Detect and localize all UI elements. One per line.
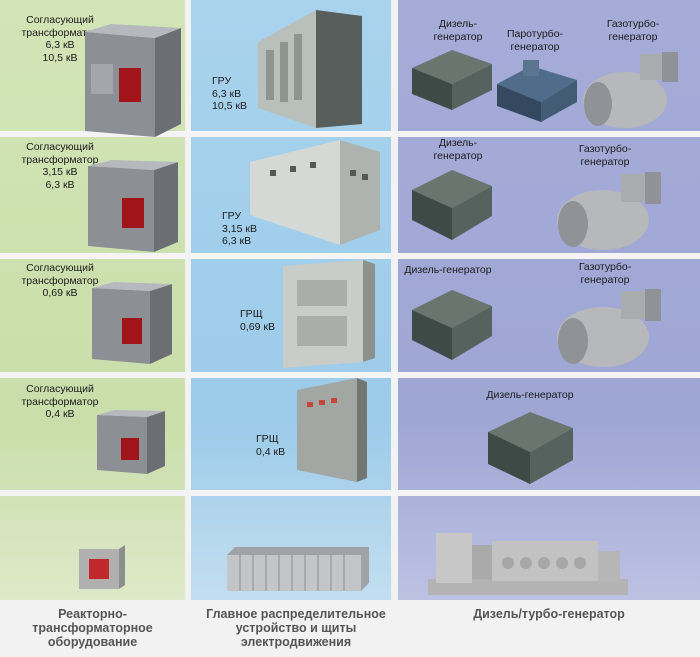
gas-turbine-label-3: Газотурбо- генератор	[578, 261, 632, 286]
transformer-footer: Реакторно- трансформаторное оборудование	[32, 607, 153, 649]
diesel-generator-image-3	[412, 290, 492, 360]
diesel-label-4: Дизель-генератор	[486, 389, 574, 401]
diesel-label-3: Дизель-генератор	[404, 264, 492, 276]
transformer-label-4: Согласующий трансформатор 0,4 кВ	[21, 383, 99, 420]
row-divider	[0, 131, 700, 137]
switchboard-image-4	[297, 378, 367, 482]
switchboard-small-icon	[227, 547, 369, 591]
transformer-image-1	[85, 24, 181, 137]
switchboard-image-1	[258, 10, 362, 128]
transformer-image-3	[92, 282, 172, 364]
switchboard-footer: Главное распределительное устройство и щ…	[206, 607, 386, 649]
generator-small-icon	[428, 533, 628, 595]
gas-turbine-image-2	[557, 172, 661, 250]
row-divider	[0, 372, 700, 378]
diesel-generator-image-4	[488, 412, 573, 484]
diesel-generator-image-2	[412, 170, 492, 240]
switchboard-label-2: ГРУ 3,15 кВ 6,3 кВ	[222, 210, 257, 247]
transformer-small-icon	[79, 545, 125, 589]
transformer-image-2	[88, 160, 178, 252]
transformer-label-2: Согласующий трансформатор 3,15 кВ 6,3 кВ	[21, 141, 99, 191]
diesel-generator-image-1	[412, 50, 492, 110]
switchboard-label-3: ГРЩ 0,69 кВ	[240, 308, 275, 333]
row-divider	[0, 490, 700, 496]
transformer-image-4	[97, 410, 165, 474]
transformer-label-3: Согласующий трансформатор 0,69 кВ	[21, 262, 99, 299]
row-divider	[0, 253, 700, 259]
diesel-label-1: Дизель- генератор	[433, 18, 483, 43]
gas-turbine-image-1	[583, 52, 678, 128]
transformer-label-1: Согласующий трансформатор 6,3 кВ 10,5 кВ	[21, 14, 99, 64]
diesel-label-2: Дизель- генератор	[433, 137, 483, 162]
gas-turbine-label-1: Газотурбо- генератор	[606, 18, 660, 43]
gas-turbine-label-2: Газотурбо- генератор	[578, 143, 632, 168]
switchboard-image-3	[283, 260, 375, 368]
steam-turbine-label-1: Паротурбо- генератор	[506, 28, 564, 53]
gas-turbine-image-3	[557, 289, 661, 367]
generator-footer: Дизель/турбо-генератор	[473, 607, 625, 621]
switchboard-label-4: ГРЩ 0,4 кВ	[256, 433, 286, 458]
switchboard-image-2	[250, 140, 380, 245]
switchboard-label-1: ГРУ 6,3 кВ 10,5 кВ	[212, 75, 247, 112]
steam-turbine-image	[497, 60, 577, 122]
